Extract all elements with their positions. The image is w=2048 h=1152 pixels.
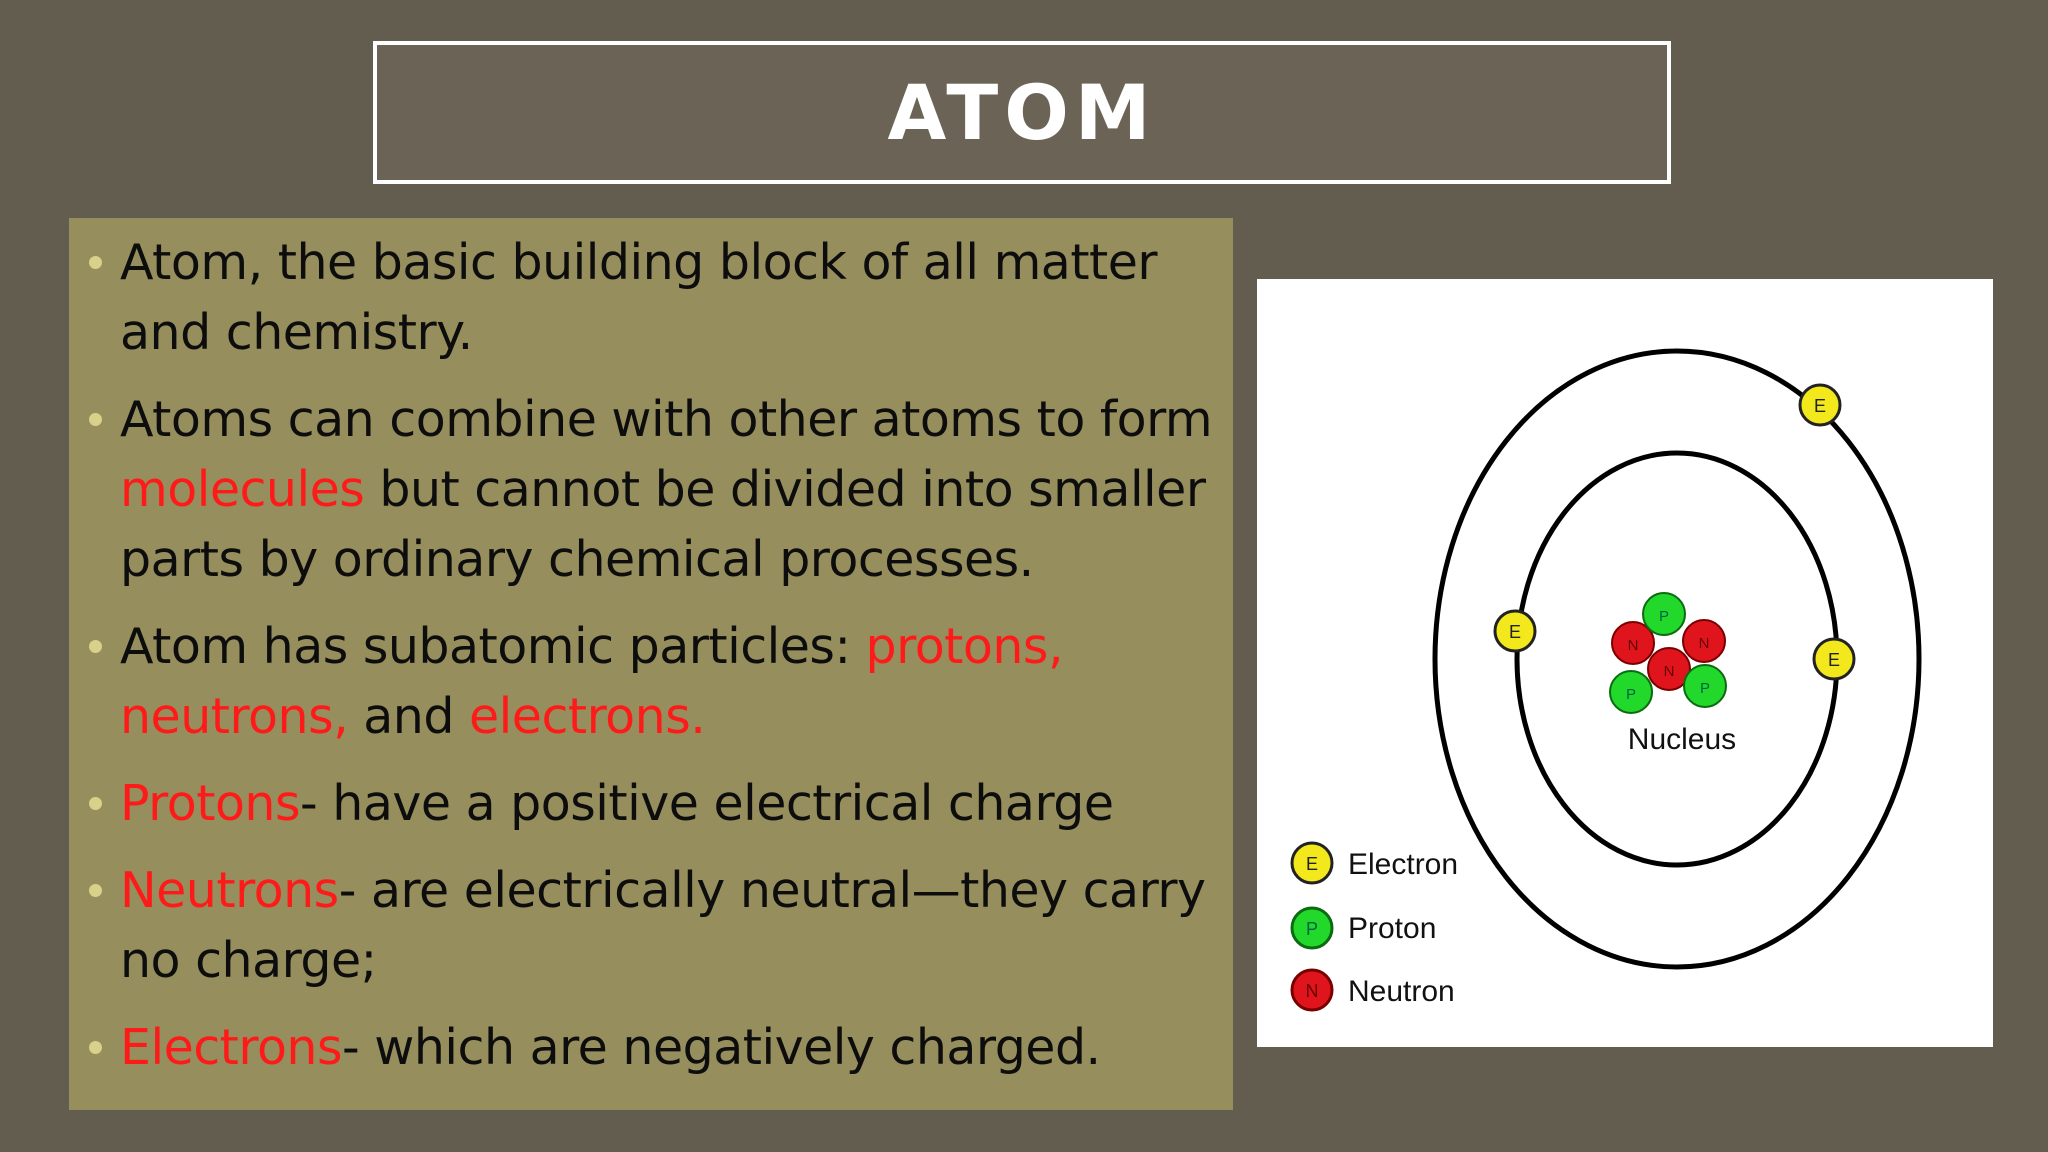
electron-icon: [1290, 841, 1334, 885]
atom-diagram: E E E N N P N: [1257, 279, 1993, 1047]
bullet-panel: Atom, the basic building block of all ma…: [69, 218, 1233, 1110]
bullet-text: but cannot be divided into smaller parts…: [120, 461, 1206, 588]
nucleus: N N P N P P: [1609, 592, 1727, 714]
nucleus-label: Nucleus: [1628, 723, 1736, 756]
legend-electron: E Electron: [1290, 841, 1458, 885]
bullet-dot-icon: [89, 797, 102, 810]
highlight-term: protons, neutrons,: [120, 618, 1064, 745]
bullet-item: Neutrons- are electrically neutral—they …: [89, 856, 1221, 996]
bullet-item: Atoms can combine with other atoms to fo…: [89, 385, 1221, 595]
legend: E Electron P Proton N Neutron: [1290, 841, 1458, 1012]
neutron-particle: N: [1647, 647, 1691, 691]
electron-particle: E: [1812, 637, 1856, 681]
legend-neutron-label: Neutron: [1348, 975, 1455, 1008]
svg-text:P: P: [1306, 919, 1318, 939]
bullet-item: Electrons- which are negatively charged.: [89, 1013, 1221, 1083]
bullet-text: and: [348, 688, 470, 745]
bullet-dot-icon: [89, 884, 102, 897]
svg-text:P: P: [1626, 686, 1636, 703]
bullet-text: Atom, the basic building block of all ma…: [120, 234, 1158, 361]
svg-text:E: E: [1509, 622, 1521, 642]
svg-text:N: N: [1664, 663, 1675, 680]
svg-text:E: E: [1306, 854, 1318, 874]
svg-text:E: E: [1814, 396, 1826, 416]
highlight-term: molecules: [120, 461, 365, 518]
bullet-item: Protons- have a positive electrical char…: [89, 769, 1221, 839]
outer-orbit: [1432, 348, 1922, 970]
bullet-dot-icon: [89, 1041, 102, 1054]
proton-particle: P: [1609, 670, 1653, 714]
highlight-term: Neutrons: [120, 862, 339, 919]
bullet-text: Atoms can combine with other atoms to fo…: [120, 391, 1213, 448]
legend-proton: P Proton: [1290, 906, 1436, 950]
bullet-dot-icon: [89, 256, 102, 269]
highlight-term: electrons.: [469, 688, 706, 745]
svg-text:E: E: [1828, 650, 1840, 670]
bullet-dot-icon: [89, 413, 102, 426]
legend-neutron: N Neutron: [1290, 968, 1455, 1012]
svg-text:N: N: [1628, 637, 1639, 654]
proton-icon: [1290, 906, 1334, 950]
svg-text:N: N: [1306, 981, 1319, 1001]
slide-title: ATOM: [887, 68, 1157, 157]
bullet-list: Atom, the basic building block of all ma…: [89, 228, 1221, 1083]
proton-particle: P: [1642, 592, 1686, 636]
bullet-text: Atom has subatomic particles:: [120, 618, 866, 675]
svg-text:P: P: [1659, 608, 1669, 625]
slide-title-box: ATOM: [373, 41, 1671, 184]
bullet-text: - which are negatively charged.: [342, 1019, 1101, 1076]
svg-text:P: P: [1700, 680, 1710, 697]
neutron-particle: N: [1611, 621, 1655, 665]
highlight-term: Protons: [120, 775, 301, 832]
highlight-term: Electrons: [120, 1019, 343, 1076]
bullet-item: Atom has subatomic particles: protons, n…: [89, 612, 1221, 752]
svg-text:N: N: [1699, 635, 1710, 652]
proton-particle: P: [1683, 664, 1727, 708]
electron-particle: E: [1798, 383, 1842, 427]
electron-particle: E: [1493, 609, 1537, 653]
bullet-text: - are electrically neutral—they carry no…: [120, 862, 1206, 989]
legend-proton-label: Proton: [1348, 912, 1436, 945]
legend-electron-label: Electron: [1348, 848, 1458, 881]
bullet-dot-icon: [89, 640, 102, 653]
neutron-icon: [1290, 968, 1334, 1012]
atom-diagram-svg: E E E N N P N: [1290, 348, 1922, 1012]
neutron-particle: N: [1682, 619, 1726, 663]
bullet-item: Atom, the basic building block of all ma…: [89, 228, 1221, 368]
bullet-text: - have a positive electrical charge: [300, 775, 1114, 832]
